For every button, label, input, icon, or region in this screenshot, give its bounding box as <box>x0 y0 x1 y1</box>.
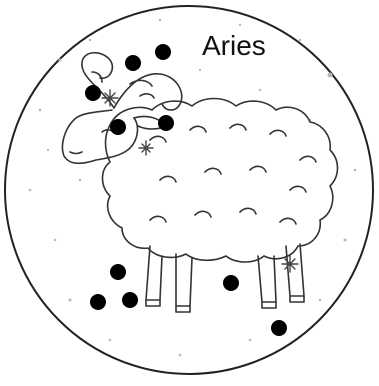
star-dot <box>85 85 101 101</box>
star-dot <box>125 55 141 71</box>
star-dot <box>110 119 126 135</box>
star-dot <box>90 294 106 310</box>
star-dot <box>110 264 126 280</box>
constellation-title: Aries <box>202 32 266 60</box>
star-dot <box>158 115 174 131</box>
star-dot <box>223 275 239 291</box>
star-dot <box>122 292 138 308</box>
star-dot <box>271 320 287 336</box>
star-dot <box>155 44 171 60</box>
